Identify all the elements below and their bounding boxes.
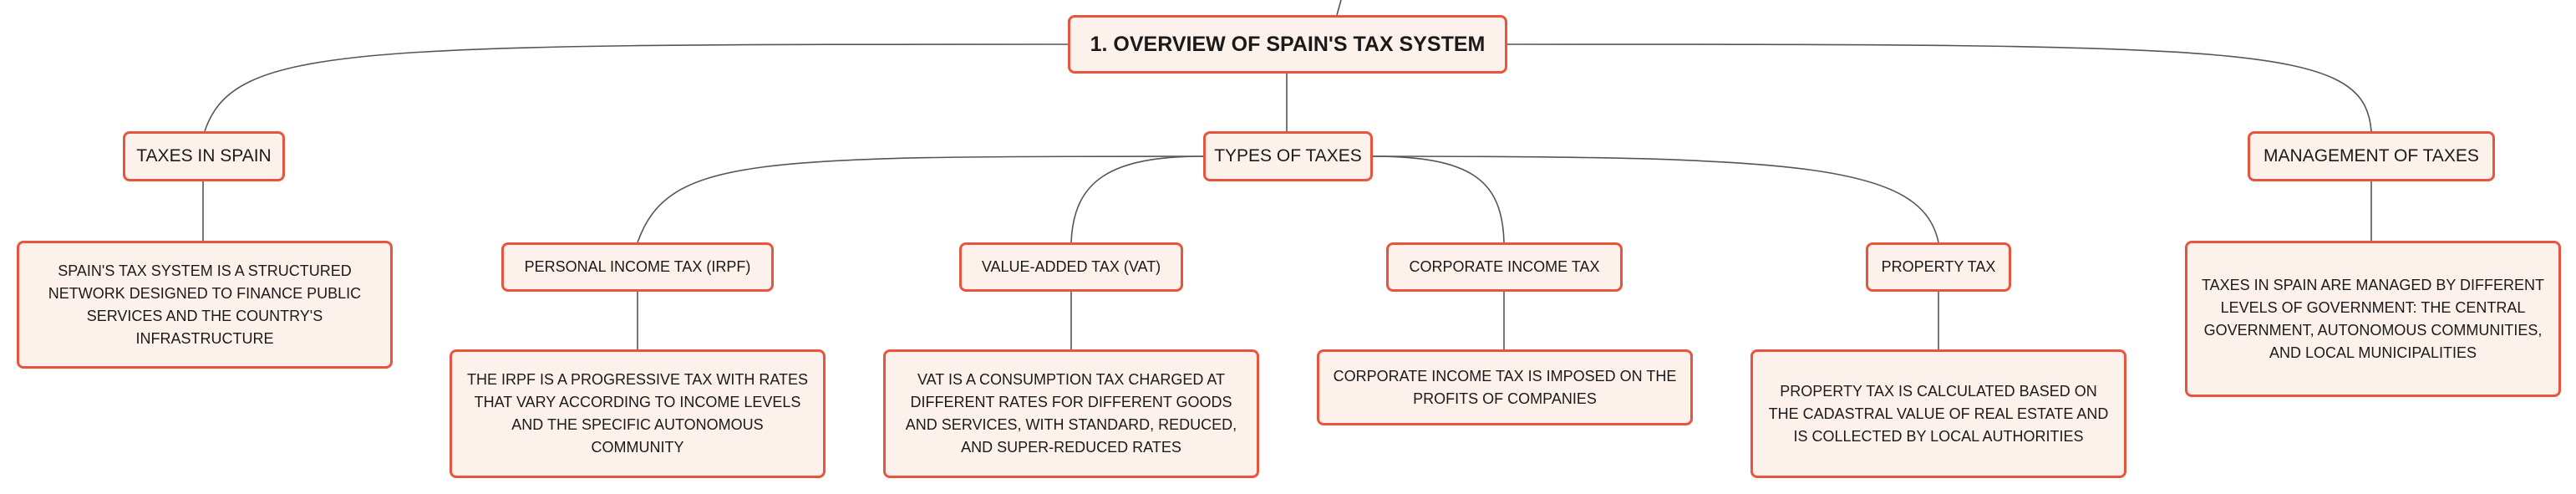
- tax-type-corporate: CORPORATE INCOME TAX: [1386, 242, 1623, 292]
- tax-type-property-label: PROPERTY TAX: [1881, 258, 1996, 275]
- connector-types-irpf: [637, 155, 1204, 243]
- description-taxes-in-spain-text: SPAIN'S TAX SYSTEM IS A STRUCTURED NETWO…: [48, 262, 362, 347]
- description-vat-text: VAT IS A CONSUMPTION TAX CHARGED AT DIFF…: [905, 371, 1237, 456]
- description-property: PROPERTY TAX IS CALCULATED BASED ON THE …: [1750, 349, 2126, 478]
- tax-type-vat-label: VALUE-ADDED TAX (VAT): [981, 258, 1161, 275]
- tax-type-irpf-label: PERSONAL INCOME TAX (IRPF): [524, 258, 751, 275]
- branch-management-of-taxes: MANAGEMENT OF TAXES: [2248, 131, 2495, 181]
- root-title: 1. OVERVIEW OF SPAIN'S TAX SYSTEM: [1090, 32, 1486, 56]
- connector-types-vat: [1070, 155, 1204, 243]
- connector-incoming-root: [1336, 0, 1342, 16]
- branch-management-of-taxes-label: MANAGEMENT OF TAXES: [2264, 146, 2479, 166]
- connector-root-management: [1506, 43, 2372, 132]
- branch-types-of-taxes-label: TYPES OF TAXES: [1214, 146, 1362, 166]
- description-management-of-taxes-text: TAXES IN SPAIN ARE MANAGED BY DIFFERENT …: [2201, 276, 2545, 361]
- branch-taxes-in-spain-label: TAXES IN SPAIN: [136, 146, 272, 166]
- tax-type-corporate-label: CORPORATE INCOME TAX: [1409, 258, 1600, 275]
- description-corporate: CORPORATE INCOME TAX IS IMPOSED ON THE P…: [1317, 349, 1693, 425]
- connector-types-corporate: [1372, 155, 1505, 243]
- connector-types-property: [1372, 155, 1939, 243]
- branch-taxes-in-spain: TAXES IN SPAIN: [123, 131, 285, 181]
- description-taxes-in-spain: SPAIN'S TAX SYSTEM IS A STRUCTURED NETWO…: [17, 241, 393, 369]
- description-property-text: PROPERTY TAX IS CALCULATED BASED ON THE …: [1768, 382, 2109, 445]
- tax-type-irpf: PERSONAL INCOME TAX (IRPF): [501, 242, 774, 292]
- tax-type-property: PROPERTY TAX: [1866, 242, 2011, 292]
- description-management-of-taxes: TAXES IN SPAIN ARE MANAGED BY DIFFERENT …: [2185, 241, 2561, 397]
- description-vat: VAT IS A CONSUMPTION TAX CHARGED AT DIFF…: [883, 349, 1259, 478]
- description-corporate-text: CORPORATE INCOME TAX IS IMPOSED ON THE P…: [1333, 367, 1677, 407]
- tax-type-vat: VALUE-ADDED TAX (VAT): [959, 242, 1183, 292]
- description-irpf: THE IRPF IS A PROGRESSIVE TAX WITH RATES…: [450, 349, 826, 478]
- root-node: 1. OVERVIEW OF SPAIN'S TAX SYSTEM: [1068, 15, 1507, 74]
- description-irpf-text: THE IRPF IS A PROGRESSIVE TAX WITH RATES…: [466, 371, 809, 456]
- connector-root-taxes-in-spain: [204, 43, 1069, 132]
- branch-types-of-taxes: TYPES OF TAXES: [1203, 131, 1373, 181]
